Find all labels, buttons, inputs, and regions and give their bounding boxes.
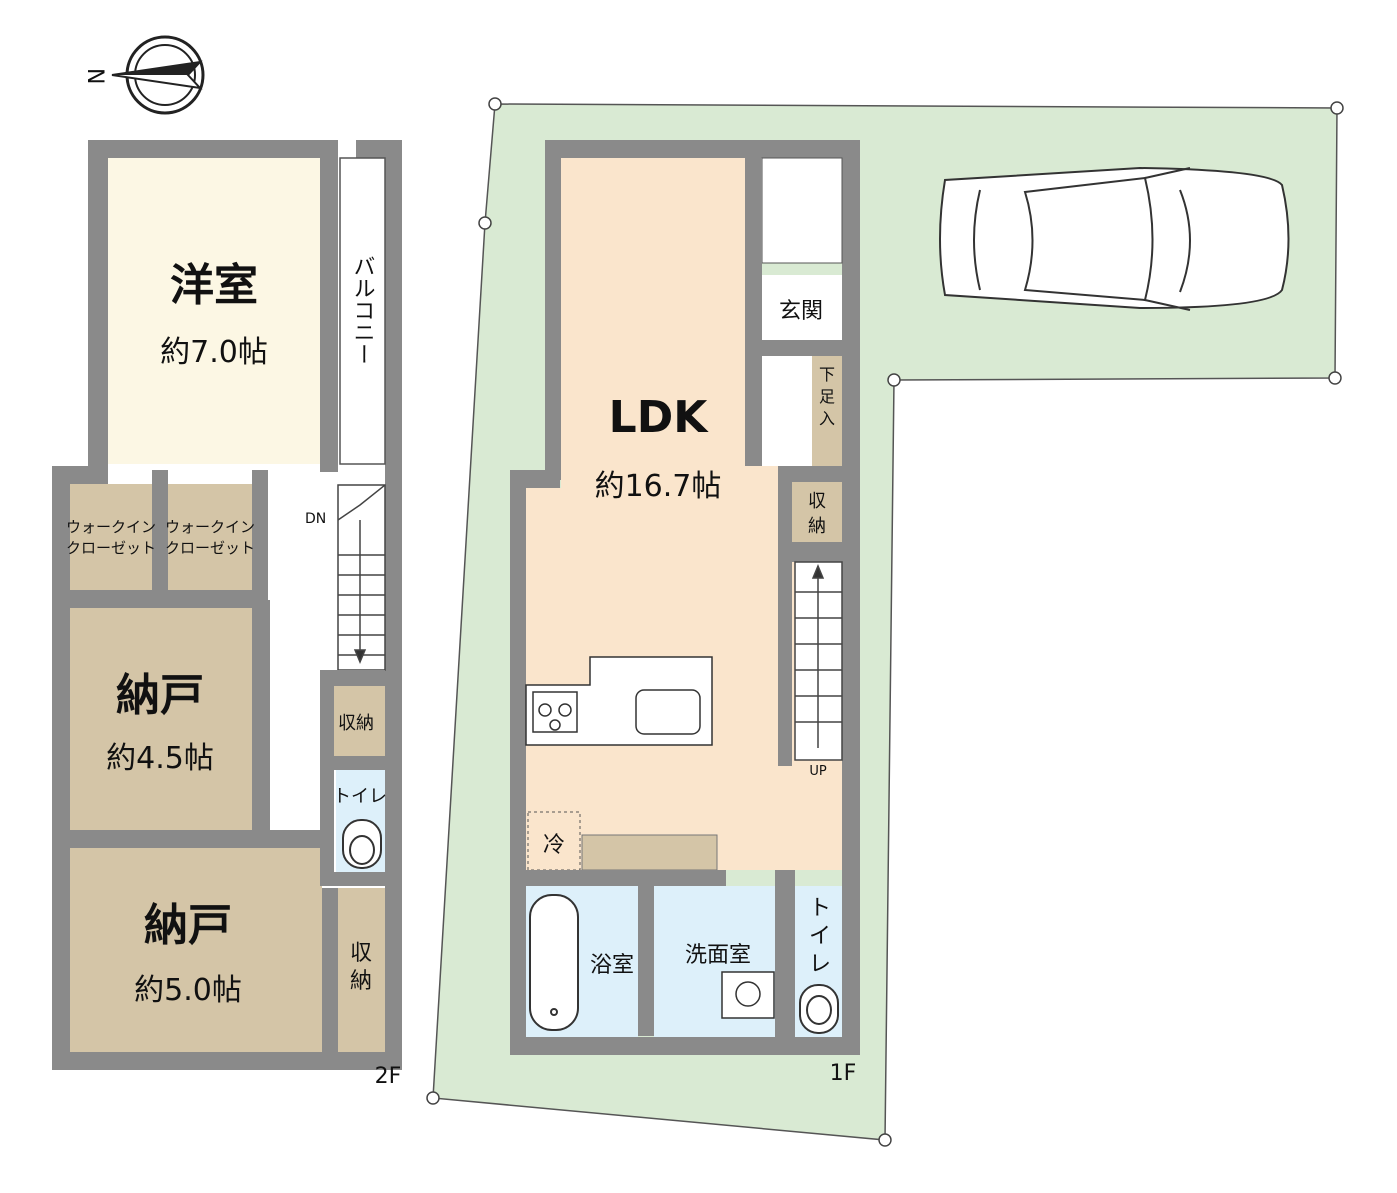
wall — [778, 466, 842, 482]
closet-1-label: 収納 — [338, 713, 374, 734]
staircase-2f — [337, 484, 386, 671]
wall — [545, 140, 860, 158]
closet-1f-char2: 納 — [808, 516, 826, 537]
wall — [778, 466, 792, 766]
wall — [745, 158, 762, 466]
toilet-1f-char1: ト — [809, 896, 831, 921]
walk-in-closet-1-line1: ウォークイン — [66, 518, 156, 536]
storage-under-stairs — [581, 834, 718, 871]
hallway-1f — [762, 356, 812, 466]
floor-1f-label: 1F — [830, 1061, 857, 1086]
storage-room-1-area: 約4.5帖 — [106, 741, 214, 776]
balcony — [339, 157, 386, 465]
floor-2f-label: 2F — [375, 1064, 402, 1089]
wall — [762, 340, 842, 356]
wall — [510, 1037, 860, 1055]
stair-down-label: DN — [305, 511, 326, 527]
storage-room-1-name: 納戸 — [116, 670, 204, 721]
toilet-icon — [342, 819, 382, 869]
closet-1f-char1: 収 — [808, 491, 826, 512]
wall — [52, 830, 322, 848]
wall — [320, 155, 338, 472]
washroom-label: 洗面室 — [685, 943, 751, 968]
fridge-label: 冷 — [543, 833, 565, 858]
entrance-porch — [761, 157, 843, 264]
closet-1f — [792, 482, 842, 542]
storage-room-2 — [70, 848, 322, 1052]
shoe-closet-char2: 足 — [819, 387, 835, 406]
wall — [842, 140, 860, 1055]
ldk-name: LDK — [609, 392, 710, 443]
compass-north-label: N — [82, 68, 107, 84]
wall — [152, 470, 168, 610]
staircase-1f — [794, 561, 843, 761]
lot-corner-markers — [426, 97, 1344, 1147]
bathtub-icon — [529, 894, 579, 1031]
walk-in-closet-1-line2: クローゼット — [66, 539, 156, 557]
wall — [52, 1052, 402, 1070]
sink-icon — [635, 689, 701, 735]
wall — [320, 872, 385, 886]
wall — [252, 600, 270, 850]
compass-icon: N — [82, 35, 205, 115]
toilet-1f-char2: イ — [809, 924, 831, 949]
closet-1 — [328, 686, 385, 756]
wall — [52, 590, 268, 608]
fridge-space — [527, 811, 581, 871]
closet-2 — [338, 888, 385, 1052]
stair-up-label: UP — [809, 764, 827, 779]
walk-in-closet-2 — [168, 484, 252, 590]
wall — [52, 466, 70, 1070]
wall — [88, 140, 338, 158]
toilet-1f-char3: レ — [809, 952, 831, 977]
wall — [638, 886, 654, 1036]
wall — [322, 888, 338, 1052]
walk-in-closet-1 — [70, 484, 152, 590]
washbasin-icon — [721, 971, 775, 1019]
bathroom-label: 浴室 — [590, 953, 634, 978]
toilet-icon — [799, 984, 839, 1034]
wall — [385, 140, 402, 1070]
toilet-2f-label: トイレ — [333, 786, 387, 807]
shoe-closet-char3: 入 — [819, 409, 835, 428]
car-icon — [939, 166, 1290, 311]
ldk-area: 約16.7帖 — [595, 469, 722, 504]
closet-2-char1: 収 — [350, 941, 372, 966]
wall — [526, 870, 726, 886]
walk-in-closet-2-line2: クローゼット — [165, 539, 255, 557]
wall — [252, 470, 268, 610]
storage-room-2-name: 納戸 — [144, 900, 232, 951]
entrance — [762, 275, 842, 340]
storage-room-1 — [70, 608, 252, 830]
wall — [320, 686, 334, 886]
storage-room-2-area: 約5.0帖 — [134, 973, 242, 1008]
entrance-label: 玄関 — [779, 299, 823, 324]
shoe-closet-char1: 下 — [819, 365, 835, 384]
wall — [88, 140, 108, 470]
closet-2-char2: 納 — [350, 969, 372, 994]
kitchen-counter — [525, 656, 713, 746]
balcony-label: バルコニー — [350, 255, 375, 365]
wall — [775, 870, 795, 1055]
wall — [792, 542, 842, 562]
wall — [320, 756, 385, 770]
shoe-closet — [812, 356, 842, 466]
wall — [510, 470, 526, 1055]
walk-in-closet-2-line1: ウォークイン — [165, 518, 255, 536]
western-room — [108, 158, 320, 464]
wall — [545, 140, 561, 480]
western-room-name: 洋室 — [170, 260, 258, 311]
wall — [320, 670, 385, 686]
western-room-area: 約7.0帖 — [160, 335, 268, 370]
